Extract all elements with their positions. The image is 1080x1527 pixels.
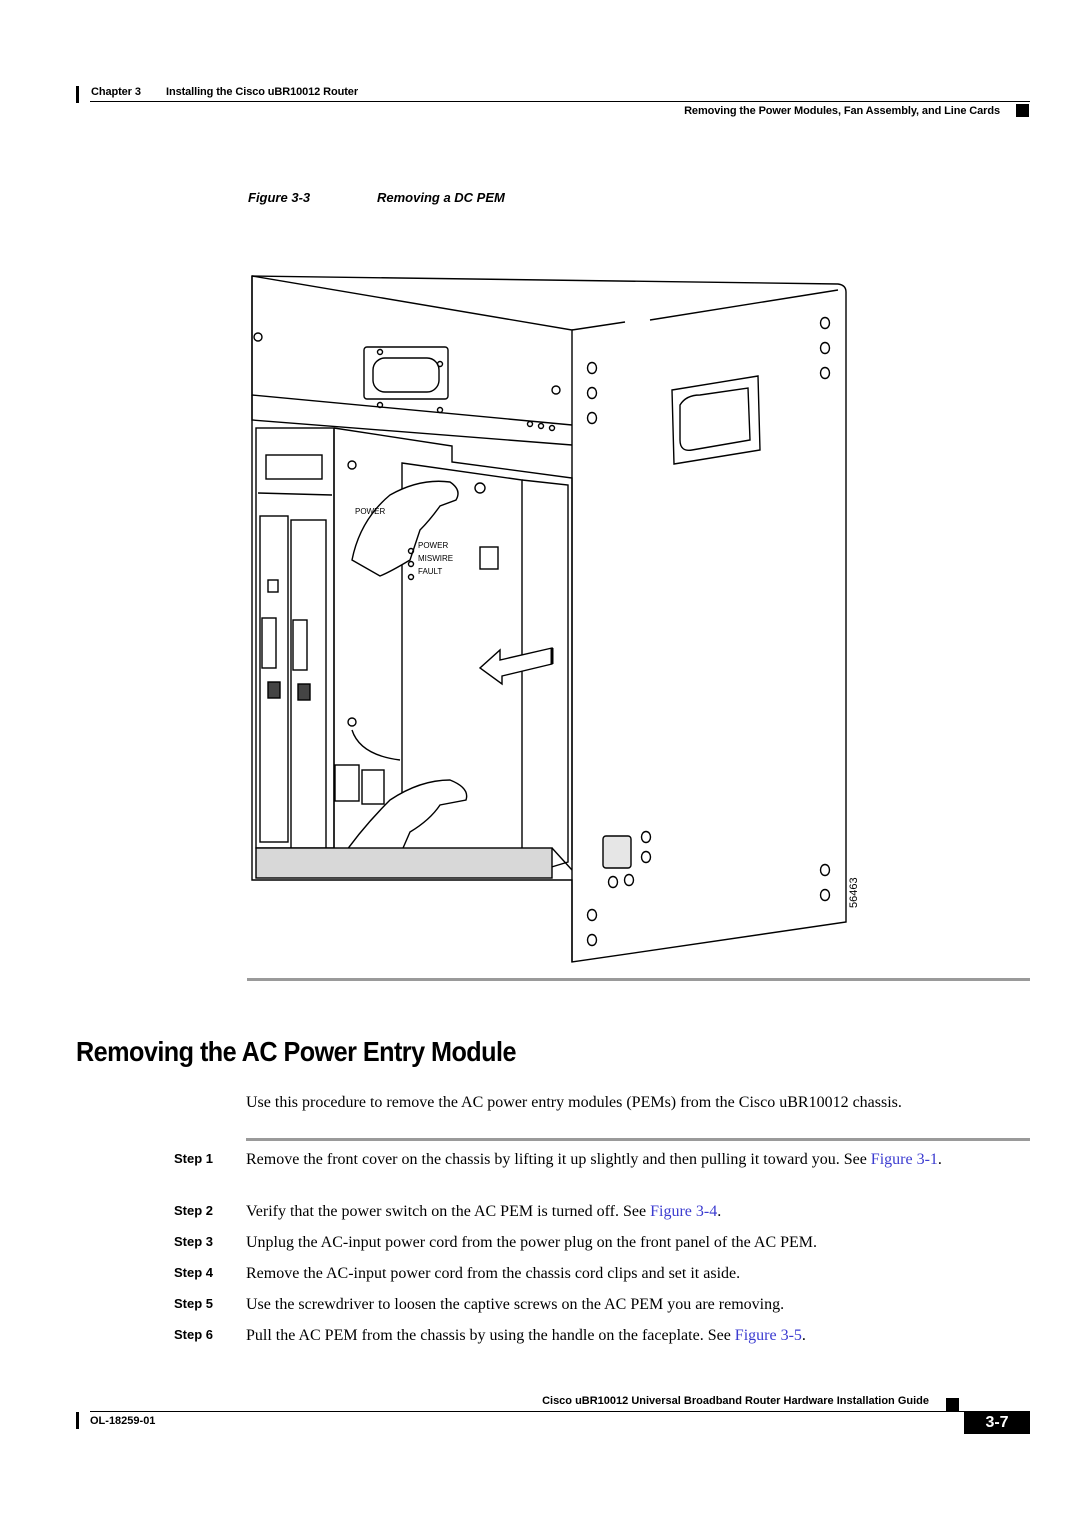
art-id: 56463 — [848, 877, 860, 908]
figure-title: Removing a DC PEM — [377, 190, 505, 205]
step-text: Use the screwdriver to loosen the captiv… — [246, 1296, 785, 1313]
figure-link[interactable]: Figure 3-1 — [870, 1151, 938, 1168]
figure-rule — [247, 978, 1030, 981]
section-title: Removing the AC Power Entry Module — [76, 1036, 516, 1067]
step-text: Verify that the power switch on the AC P… — [246, 1203, 722, 1220]
steps-rule — [246, 1138, 1030, 1141]
footer-left-bar — [76, 1412, 79, 1429]
figure-link[interactable]: Figure 3-4 — [650, 1203, 718, 1220]
step-label: Step 3 — [174, 1234, 214, 1249]
step-label: Step 5 — [174, 1296, 214, 1311]
header-rule — [90, 101, 1030, 102]
chassis-illustration: POWER POWER MISWIRE FAULT 56463 — [251, 275, 860, 963]
footer-doc-number: OL-18259-01 — [90, 1415, 156, 1427]
step-label: Step 6 — [174, 1327, 214, 1342]
figure-link[interactable]: Figure 3-5 — [734, 1327, 802, 1344]
step-text: Unplug the AC-input power cord from the … — [246, 1234, 818, 1251]
step-text: Remove the front cover on the chassis by… — [246, 1151, 942, 1168]
step-text: Pull the AC PEM from the chassis by usin… — [246, 1327, 806, 1344]
step-text: Remove the AC-input power cord from the … — [246, 1265, 741, 1282]
step-label: Step 1 — [174, 1151, 214, 1166]
pem-label-power: POWER — [418, 541, 448, 550]
figure-label: Figure 3-3 — [248, 190, 311, 205]
pem-label-fault: FAULT — [418, 567, 442, 576]
footer-square-marker — [946, 1398, 959, 1411]
pem-label-power-rear: POWER — [355, 507, 385, 516]
header-section-title: Removing the Power Modules, Fan Assembly… — [684, 105, 1000, 117]
header-chapter: Chapter 3 — [91, 86, 141, 98]
footer-rule — [90, 1411, 1030, 1412]
header-left-bar — [76, 86, 79, 103]
step-label: Step 4 — [174, 1265, 214, 1280]
header-chapter-title: Installing the Cisco uBR10012 Router — [166, 86, 358, 98]
pem-label-miswire: MISWIRE — [418, 554, 453, 563]
header-square-marker — [1016, 104, 1029, 117]
page-number: 3-7 — [964, 1412, 1030, 1434]
footer-guide-title: Cisco uBR10012 Universal Broadband Route… — [542, 1395, 929, 1407]
step-label: Step 2 — [174, 1203, 214, 1218]
section-intro: Use this procedure to remove the AC powe… — [246, 1094, 902, 1111]
